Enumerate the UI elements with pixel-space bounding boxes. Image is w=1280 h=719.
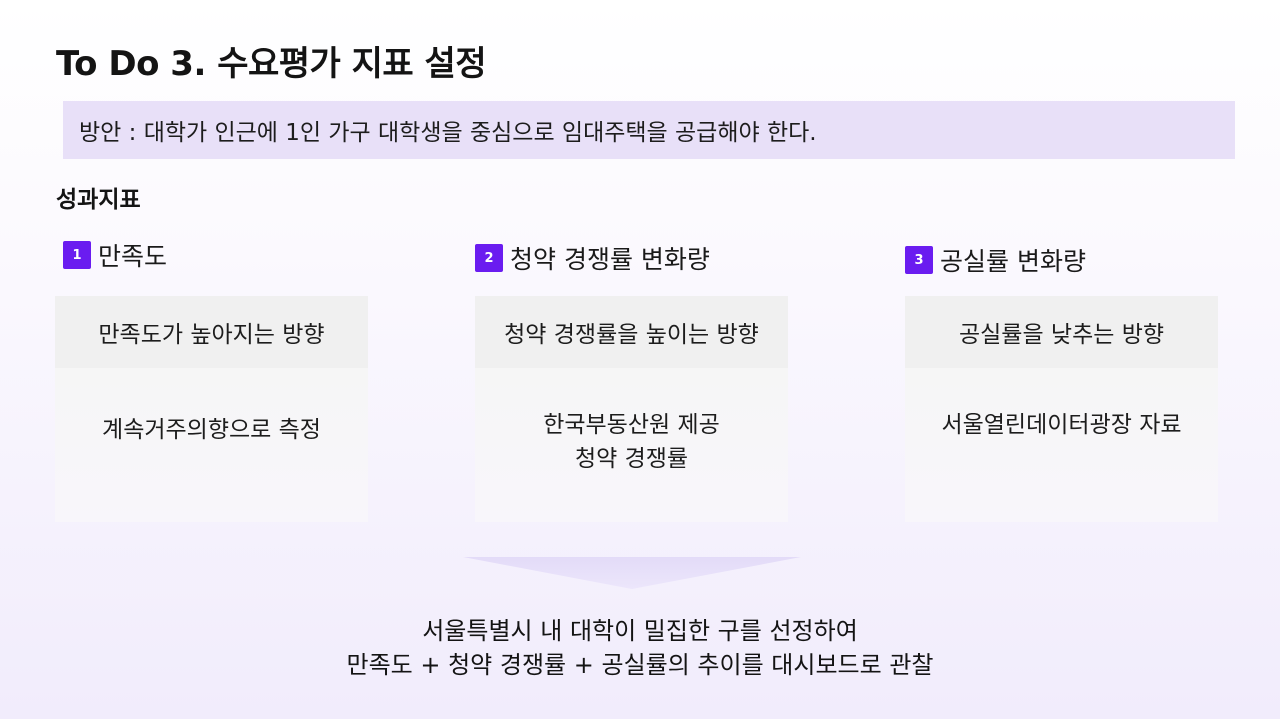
kpi-number-badge: 1 <box>63 241 91 269</box>
kpi-measure-line: 서울열린데이터광장 자료 <box>941 412 1182 438</box>
down-arrow-icon <box>463 557 801 589</box>
kpi-measure: 서울열린데이터광장 자료 <box>905 368 1218 522</box>
kpi-card-3: 공실률을 낮추는 방향 서울열린데이터광장 자료 <box>905 296 1218 522</box>
kpi-measure-line: 청약 경쟁률 <box>574 446 689 472</box>
proposal-box: 방안 : 대학가 인근에 1인 가구 대학생을 중심으로 임대주택을 공급해야 … <box>63 101 1235 159</box>
kpi-card-1: 만족도가 높아지는 방향 계속거주의향으로 측정 <box>55 296 368 522</box>
kpi-title: 청약 경쟁률 변화량 <box>510 245 710 274</box>
kpi-number-badge: 3 <box>905 246 933 274</box>
kpi-card-2: 청약 경쟁률을 높이는 방향 한국부동산원 제공 청약 경쟁률 <box>475 296 788 522</box>
kpi-heading-3: 3 공실률 변화량 <box>905 242 1086 278</box>
kpi-heading-2: 2 청약 경쟁률 변화량 <box>475 240 710 276</box>
kpi-direction: 공실률을 낮추는 방향 <box>905 296 1218 368</box>
kpi-number-badge: 2 <box>475 244 503 272</box>
kpi-measure: 한국부동산원 제공 청약 경쟁률 <box>475 368 788 522</box>
kpi-measure-line: 계속거주의향으로 측정 <box>102 417 321 443</box>
conclusion-line-2: 만족도 + 청약 경쟁률 + 공실률의 추이를 대시보드로 관찰 <box>346 651 934 679</box>
kpi-direction: 청약 경쟁률을 높이는 방향 <box>475 296 788 368</box>
page-title: To Do 3. 수요평가 지표 설정 <box>56 44 487 84</box>
proposal-text: 방안 : 대학가 인근에 1인 가구 대학생을 중심으로 임대주택을 공급해야 … <box>79 120 817 146</box>
kpi-measure: 계속거주의향으로 측정 <box>55 368 368 522</box>
kpi-measure-line: 한국부동산원 제공 <box>543 412 720 438</box>
kpi-heading-1: 1 만족도 <box>63 237 167 273</box>
conclusion-line-1: 서울특별시 내 대학이 밀집한 구를 선정하여 <box>422 617 858 645</box>
kpi-title: 만족도 <box>98 242 168 271</box>
kpi-title: 공실률 변화량 <box>940 247 1086 276</box>
conclusion: 서울특별시 내 대학이 밀집한 구를 선정하여 만족도 + 청약 경쟁률 + 공… <box>0 614 1280 682</box>
kpi-direction: 만족도가 높아지는 방향 <box>55 296 368 368</box>
section-label: 성과지표 <box>56 187 141 213</box>
